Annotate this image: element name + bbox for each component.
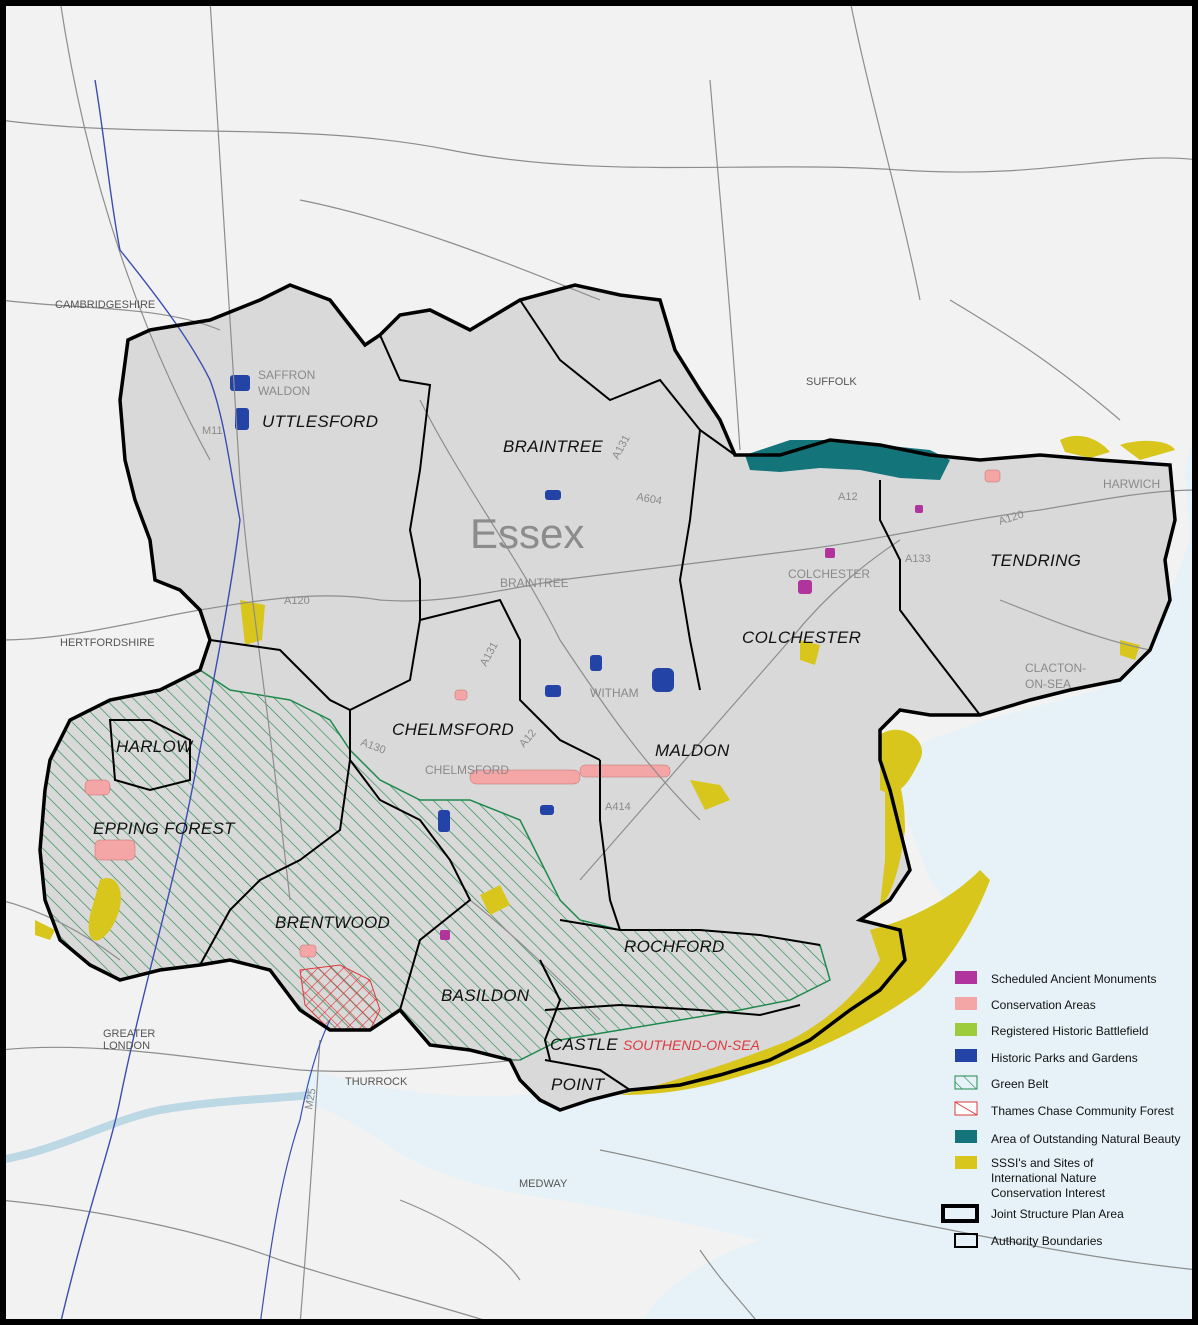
m25-motorway (259, 1019, 331, 1325)
district-label-southend: SOUTHEND-ON-SEA (623, 1037, 760, 1053)
district-label-epping-forest: EPPING FOREST (93, 819, 236, 838)
map-title: Essex (470, 510, 584, 557)
county-label-cambridgeshire: CAMBRIDGESHIRE (55, 299, 155, 311)
road-label-a12: A12 (838, 491, 858, 503)
road-label-a604: A604 (635, 491, 662, 507)
district-label-maldon: MALDON (655, 741, 730, 760)
legend-swatch-historic-parks (955, 1049, 977, 1062)
legend-swatch-battlefield (955, 1023, 977, 1036)
county-label-suffolk: SUFFOLK (806, 376, 857, 388)
legend-swatch-authority (954, 1233, 978, 1248)
county-label-thurrock: THURROCK (345, 1076, 408, 1088)
county-label-greater: GREATER (103, 1028, 155, 1040)
district-label-braintree: BRAINTREE (503, 437, 603, 456)
legend-label-conservation-areas: Conservation Areas (991, 998, 1096, 1012)
district-label-rochford: ROCHFORD (624, 937, 725, 956)
legend-label-sssi-1: SSSI's and Sites of (991, 1156, 1094, 1170)
district-label-uttlesford: UTTLESFORD (262, 412, 378, 431)
town-label-braintree: BRAINTREE (500, 576, 569, 590)
district-label-tendring: TENDRING (990, 551, 1081, 570)
legend-label-green-belt: Green Belt (991, 1077, 1049, 1091)
historic-parks (230, 375, 674, 832)
district-label-basildon: BASILDON (441, 986, 530, 1005)
thames-chase-forest (299, 964, 381, 1031)
district-label-chelmsford: CHELMSFORD (392, 720, 514, 739)
legend-label-sssi-3: Conservation Interest (991, 1186, 1106, 1200)
rail-line (59, 79, 241, 1325)
town-label-on-sea: ON-SEA (1025, 677, 1071, 691)
town-label-saffron: SAFFRON (258, 368, 315, 382)
county-label-medway: MEDWAY (519, 1178, 568, 1190)
legend-label-thames-chase: Thames Chase Community Forest (991, 1104, 1174, 1118)
legend-swatch-thames-chase-hatch (954, 1101, 978, 1116)
county-label-london: LONDON (103, 1040, 150, 1052)
district-label-point: POINT (551, 1075, 606, 1094)
road-label-a133: A133 (905, 553, 931, 565)
legend-swatch-conservation-areas (955, 997, 977, 1010)
district-label-colchester: COLCHESTER (742, 628, 861, 647)
legend-swatch-green-belt (954, 1075, 978, 1090)
legend-swatch-ancient-monuments (955, 971, 977, 984)
legend-label-ancient-monuments: Scheduled Ancient Monuments (991, 972, 1156, 986)
town-label-chelmsford: CHELMSFORD (425, 763, 509, 777)
authority-boundaries (108, 299, 981, 1091)
road-label-m25: M25 (303, 1087, 319, 1110)
town-label-waldon: WALDON (258, 384, 310, 398)
thames-river (0, 1091, 311, 1164)
sssi-coastal-sites (35, 435, 1175, 1095)
district-label-brentwood: BRENTWOOD (275, 913, 390, 932)
town-label-harwich: HARWICH (1103, 477, 1160, 491)
legend-swatch-joint-structure (941, 1204, 979, 1223)
road-label-a414: A414 (605, 801, 631, 813)
joint-structure-plan-boundary (38, 283, 1177, 1112)
town-label-witham: WITHAM (590, 686, 639, 700)
legend-swatch-sssi (955, 1156, 977, 1169)
legend-swatch-aonb (955, 1130, 977, 1143)
legend-label-authority: Authority Boundaries (991, 1234, 1102, 1248)
legend-label-historic-parks: Historic Parks and Gardens (991, 1051, 1138, 1065)
legend-label-battlefield: Registered Historic Battlefield (991, 1024, 1148, 1038)
legend-label-joint-structure: Joint Structure Plan Area (991, 1207, 1124, 1221)
district-label-castle: CASTLE (550, 1035, 618, 1054)
map-legend: Scheduled Ancient Monuments Conservation… (941, 971, 1180, 1248)
district-label-harlow: HARLOW (116, 737, 194, 756)
legend-label-sssi-2: International Nature (991, 1171, 1097, 1185)
legend-label-aonb: Area of Outstanding Natural Beauty (991, 1132, 1180, 1146)
sea (300, 420, 1198, 1325)
conservation-areas (84, 469, 1001, 958)
ancient-monuments (440, 505, 923, 940)
road-label-a120-west: A120 (284, 595, 310, 607)
county-label-hertfordshire: HERTFORDSHIRE (60, 637, 155, 649)
town-label-clacton: CLACTON- (1025, 661, 1086, 675)
town-label-colchester: COLCHESTER (788, 567, 870, 581)
road-label-m11: M11 (202, 425, 223, 437)
